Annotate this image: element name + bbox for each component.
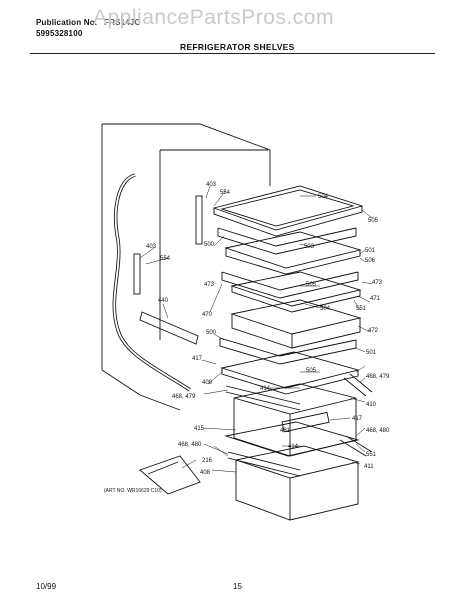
callout-440: 440 bbox=[158, 298, 169, 304]
callout-216: 216 bbox=[202, 458, 213, 464]
callout-500-lower: 500 bbox=[206, 330, 217, 336]
callout-403-top: 403 bbox=[206, 182, 217, 188]
callout-472: 472 bbox=[368, 328, 379, 334]
callout-501-lower: 501 bbox=[366, 350, 377, 356]
callout-554-top: 554 bbox=[220, 190, 231, 196]
model-number: FRS14JC bbox=[104, 18, 141, 27]
header-rule bbox=[30, 53, 435, 54]
callout-506: 506 bbox=[365, 258, 376, 264]
callout-408: 408 bbox=[200, 470, 211, 476]
callout-504-top: 504 bbox=[318, 194, 329, 200]
callout-551-mid: 551 bbox=[356, 306, 367, 312]
callout-417-upper: 417 bbox=[192, 356, 203, 362]
footer-date: 10/99 bbox=[36, 582, 57, 591]
callout-468-479-left: 468, 479 bbox=[172, 394, 196, 400]
callout-505-top: 505 bbox=[368, 218, 379, 224]
callout-500-top: 500 bbox=[204, 242, 215, 248]
callout-470: 470 bbox=[202, 312, 213, 318]
publication-number: 5995328100 bbox=[36, 29, 83, 38]
callout-415: 415 bbox=[194, 426, 205, 432]
callout-473-left: 473 bbox=[204, 282, 215, 288]
callout-481: 481 bbox=[280, 428, 291, 434]
watermark: AppliancePartsPros.com bbox=[93, 6, 334, 29]
callout-468-480-right: 468, 480 bbox=[366, 428, 390, 434]
callout-417-lower: 417 bbox=[352, 416, 363, 422]
callout-473-right: 473 bbox=[372, 280, 383, 286]
callout-411: 411 bbox=[364, 464, 374, 470]
callout-414-upper: 414 bbox=[260, 386, 271, 392]
callout-504-mid: 504 bbox=[320, 306, 331, 312]
callout-505-lower: 505 bbox=[306, 368, 317, 374]
callout-468-479-right: 468, 479 bbox=[366, 374, 390, 380]
callout-551-lower: 551 bbox=[366, 452, 377, 458]
callout-414-lower: 414 bbox=[288, 444, 299, 450]
callout-468-480-left: 468, 480 bbox=[178, 442, 202, 448]
page-number: 15 bbox=[233, 582, 242, 591]
callout-503: 503 bbox=[304, 244, 315, 250]
publication-label: Publication No. bbox=[36, 18, 98, 27]
callout-403-mid: 403 bbox=[146, 244, 157, 250]
callout-505-mid: 505 bbox=[306, 282, 317, 288]
callout-554-mid: 554 bbox=[160, 256, 171, 262]
art-number: (ART NO. WR16629 C10) bbox=[104, 488, 162, 494]
callout-409: 409 bbox=[202, 380, 213, 386]
page-title: REFRIGERATOR SHELVES bbox=[180, 42, 295, 52]
callout-471: 471 bbox=[370, 296, 381, 302]
callout-501-top: 501 bbox=[365, 248, 376, 254]
callout-410: 410 bbox=[366, 402, 377, 408]
